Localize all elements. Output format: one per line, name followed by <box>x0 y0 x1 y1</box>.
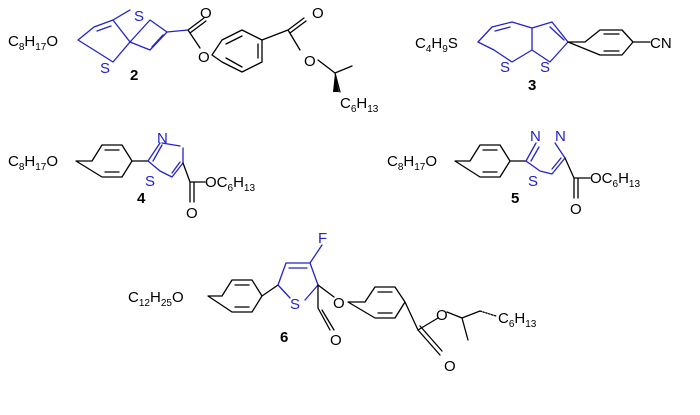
compound-3-phenyl-ring <box>567 29 651 56</box>
compound-2-right-carbonyl-o: O <box>312 5 324 22</box>
compound-2-thienothiophene-core <box>77 9 189 63</box>
compound-6-ester-o: O <box>333 295 345 312</box>
compound-3-cyano-group: CN <box>650 35 672 52</box>
compound-2-ester-link <box>187 17 207 49</box>
compound-4-ester-chain: OC6H13 <box>205 174 255 194</box>
compound-6-right-carbonyl-o: O <box>444 358 456 375</box>
compound-6-stereo-hash <box>479 310 497 317</box>
compound-6-ester-link <box>317 284 335 331</box>
compound-4: C8H17O N S O OC6H13 4 <box>8 130 255 222</box>
compound-4-heteroatom-s: S <box>145 173 155 190</box>
compound-5-thiadiazole-ring <box>525 142 566 175</box>
compound-2-right-ester-o: O <box>304 53 316 70</box>
compound-5: C8H17O N N S O OC6H13 5 <box>387 128 640 218</box>
compound-4-thiazole-ring <box>147 142 184 178</box>
compound-6-carbonyl-o: O <box>330 332 342 349</box>
compound-3-heteroatom-s-right: S <box>540 59 550 76</box>
compound-4-left-chain: C8H17O <box>8 153 58 173</box>
compound-5-carbonyl-o: O <box>570 201 582 218</box>
compound-3: C4H9S S S CN 3 <box>415 21 672 94</box>
compound-6-right-chain: C6H13 <box>498 310 537 330</box>
compound-6-phenyl-ring <box>207 279 279 313</box>
compound-5-ester <box>564 157 591 199</box>
compound-5-phenyl-ring <box>454 144 527 178</box>
compound-6-fluorine: F <box>318 230 327 247</box>
compound-6: C12H25O S F O O O O C6H13 6 <box>128 230 537 375</box>
compound-6-thiophene-ring <box>277 244 323 301</box>
compound-6-label: 6 <box>280 329 288 346</box>
compound-5-ester-chain: OC6H13 <box>590 170 640 190</box>
compound-5-heteroatom-n-left: N <box>530 128 541 145</box>
compound-2-stereo-wedge <box>333 73 339 92</box>
compound-3-thienothiophene-core <box>477 21 569 63</box>
compound-4-ester <box>182 162 206 203</box>
compound-6-phenyl-ring-right <box>347 286 419 331</box>
compound-2-label: 2 <box>130 67 138 84</box>
compound-3-left-chain: C4H9S <box>415 35 458 55</box>
compound-2-ester-o: O <box>198 49 210 66</box>
compound-2-carbonyl-o: O <box>200 5 212 22</box>
compound-2-phenyl-ring <box>211 29 263 73</box>
compound-6-right-ester-o: O <box>436 307 448 324</box>
compound-2-heteroatom-s-upper: S <box>134 8 144 25</box>
compound-6-heteroatom-s: S <box>290 296 300 313</box>
compound-3-label: 3 <box>528 77 536 94</box>
compound-4-carbonyl-o: O <box>186 205 198 222</box>
compound-2-left-chain: C8H17O <box>8 33 58 53</box>
compound-2-right-chain: C6H13 <box>340 95 379 115</box>
compound-5-heteroatom-n-right: N <box>555 128 566 145</box>
compound-3-heteroatom-s-left: S <box>500 59 510 76</box>
compound-4-label: 4 <box>137 190 146 207</box>
compound-4-heteroatom-n: N <box>157 130 168 147</box>
compound-2-right-ester <box>261 17 353 93</box>
compound-4-phenyl-ring <box>75 144 149 178</box>
compound-5-label: 5 <box>511 190 519 207</box>
compound-6-left-chain: C12H25O <box>128 289 184 309</box>
compound-2: C8H17O S S O O O O C6H13 2 <box>8 5 379 115</box>
compound-5-left-chain: C8H17O <box>387 153 437 173</box>
compound-5-heteroatom-s: S <box>528 173 538 190</box>
compound-6-right-ester <box>417 310 481 356</box>
compound-2-heteroatom-s-lower: S <box>100 60 110 77</box>
